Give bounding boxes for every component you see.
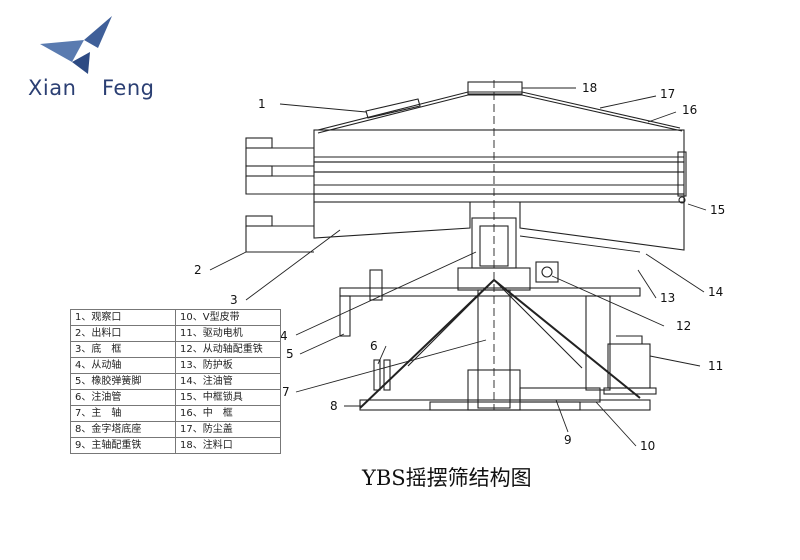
callout-2: 2 — [194, 263, 202, 277]
legend-cell: 16、中 框 — [175, 405, 281, 422]
pyramid-base — [359, 278, 651, 411]
leader-lines — [209, 87, 707, 447]
legend-cell: 10、V型皮带 — [175, 309, 281, 326]
callout-4: 4 — [280, 329, 288, 343]
callout-10: 10 — [640, 439, 655, 453]
callout-labels: 1 2 3 4 5 6 7 8 9 10 11 12 13 14 15 16 1… — [194, 81, 725, 453]
legend-cell: 8、金字塔底座 — [70, 421, 176, 438]
callout-16: 16 — [682, 103, 697, 117]
brand-name-right: Feng — [102, 76, 155, 100]
legend-cell: 5、橡胶弹簧脚 — [70, 373, 176, 390]
dust-cover — [317, 81, 683, 134]
legend-cell: 4、从动轴 — [70, 357, 176, 374]
legend-cell: 12、从动轴配重铁 — [175, 341, 281, 358]
driven-shaft-weight — [535, 261, 559, 283]
brand-name-left: Xian — [28, 76, 77, 100]
main-shaft-weight — [519, 387, 601, 403]
callout-9: 9 — [564, 433, 572, 447]
oil-tubes — [373, 359, 391, 391]
callout-15: 15 — [710, 203, 725, 217]
legend-cell: 9、主轴配重铁 — [70, 437, 176, 454]
legend-cell: 1、观察口 — [70, 309, 176, 326]
legend-cell: 17、防尘盖 — [175, 421, 281, 438]
callout-13: 13 — [660, 291, 675, 305]
callout-12: 12 — [676, 319, 691, 333]
bottom-frame — [313, 202, 685, 253]
guard-plate — [585, 295, 611, 391]
legend-cell: 11、驱动电机 — [175, 325, 281, 342]
drive-motor — [603, 335, 657, 395]
legend-cell: 2、出料口 — [70, 325, 176, 342]
outlet-spouts — [245, 137, 314, 253]
bird-logo-icon — [40, 16, 112, 74]
callout-6: 6 — [370, 339, 378, 353]
legend-cell: 18、注料口 — [175, 437, 281, 454]
callout-5: 5 — [286, 347, 294, 361]
rubber-spring-foot — [339, 269, 383, 337]
callout-3: 3 — [230, 293, 238, 307]
callout-7: 7 — [282, 385, 290, 399]
callout-8: 8 — [330, 399, 338, 413]
callout-14: 14 — [708, 285, 723, 299]
diagram-title: YBS摇摆筛结构图 — [362, 466, 532, 490]
observation-port — [365, 98, 421, 119]
main-shaft-assembly — [339, 80, 641, 411]
legend-cell: 14、注油管 — [175, 373, 281, 390]
legend-cell: 13、防护板 — [175, 357, 281, 374]
middle-frame — [313, 129, 685, 203]
legend-cell: 6、注油管 — [70, 389, 176, 406]
callout-11: 11 — [708, 359, 723, 373]
callout-17: 17 — [660, 87, 675, 101]
callout-1: 1 — [258, 97, 266, 111]
legend-cell: 7、主 轴 — [70, 405, 176, 422]
frame-lock — [677, 151, 687, 204]
legend-cell: 3、底 框 — [70, 341, 176, 358]
callout-18: 18 — [582, 81, 597, 95]
legend-cell: 15、中框锁具 — [175, 389, 281, 406]
